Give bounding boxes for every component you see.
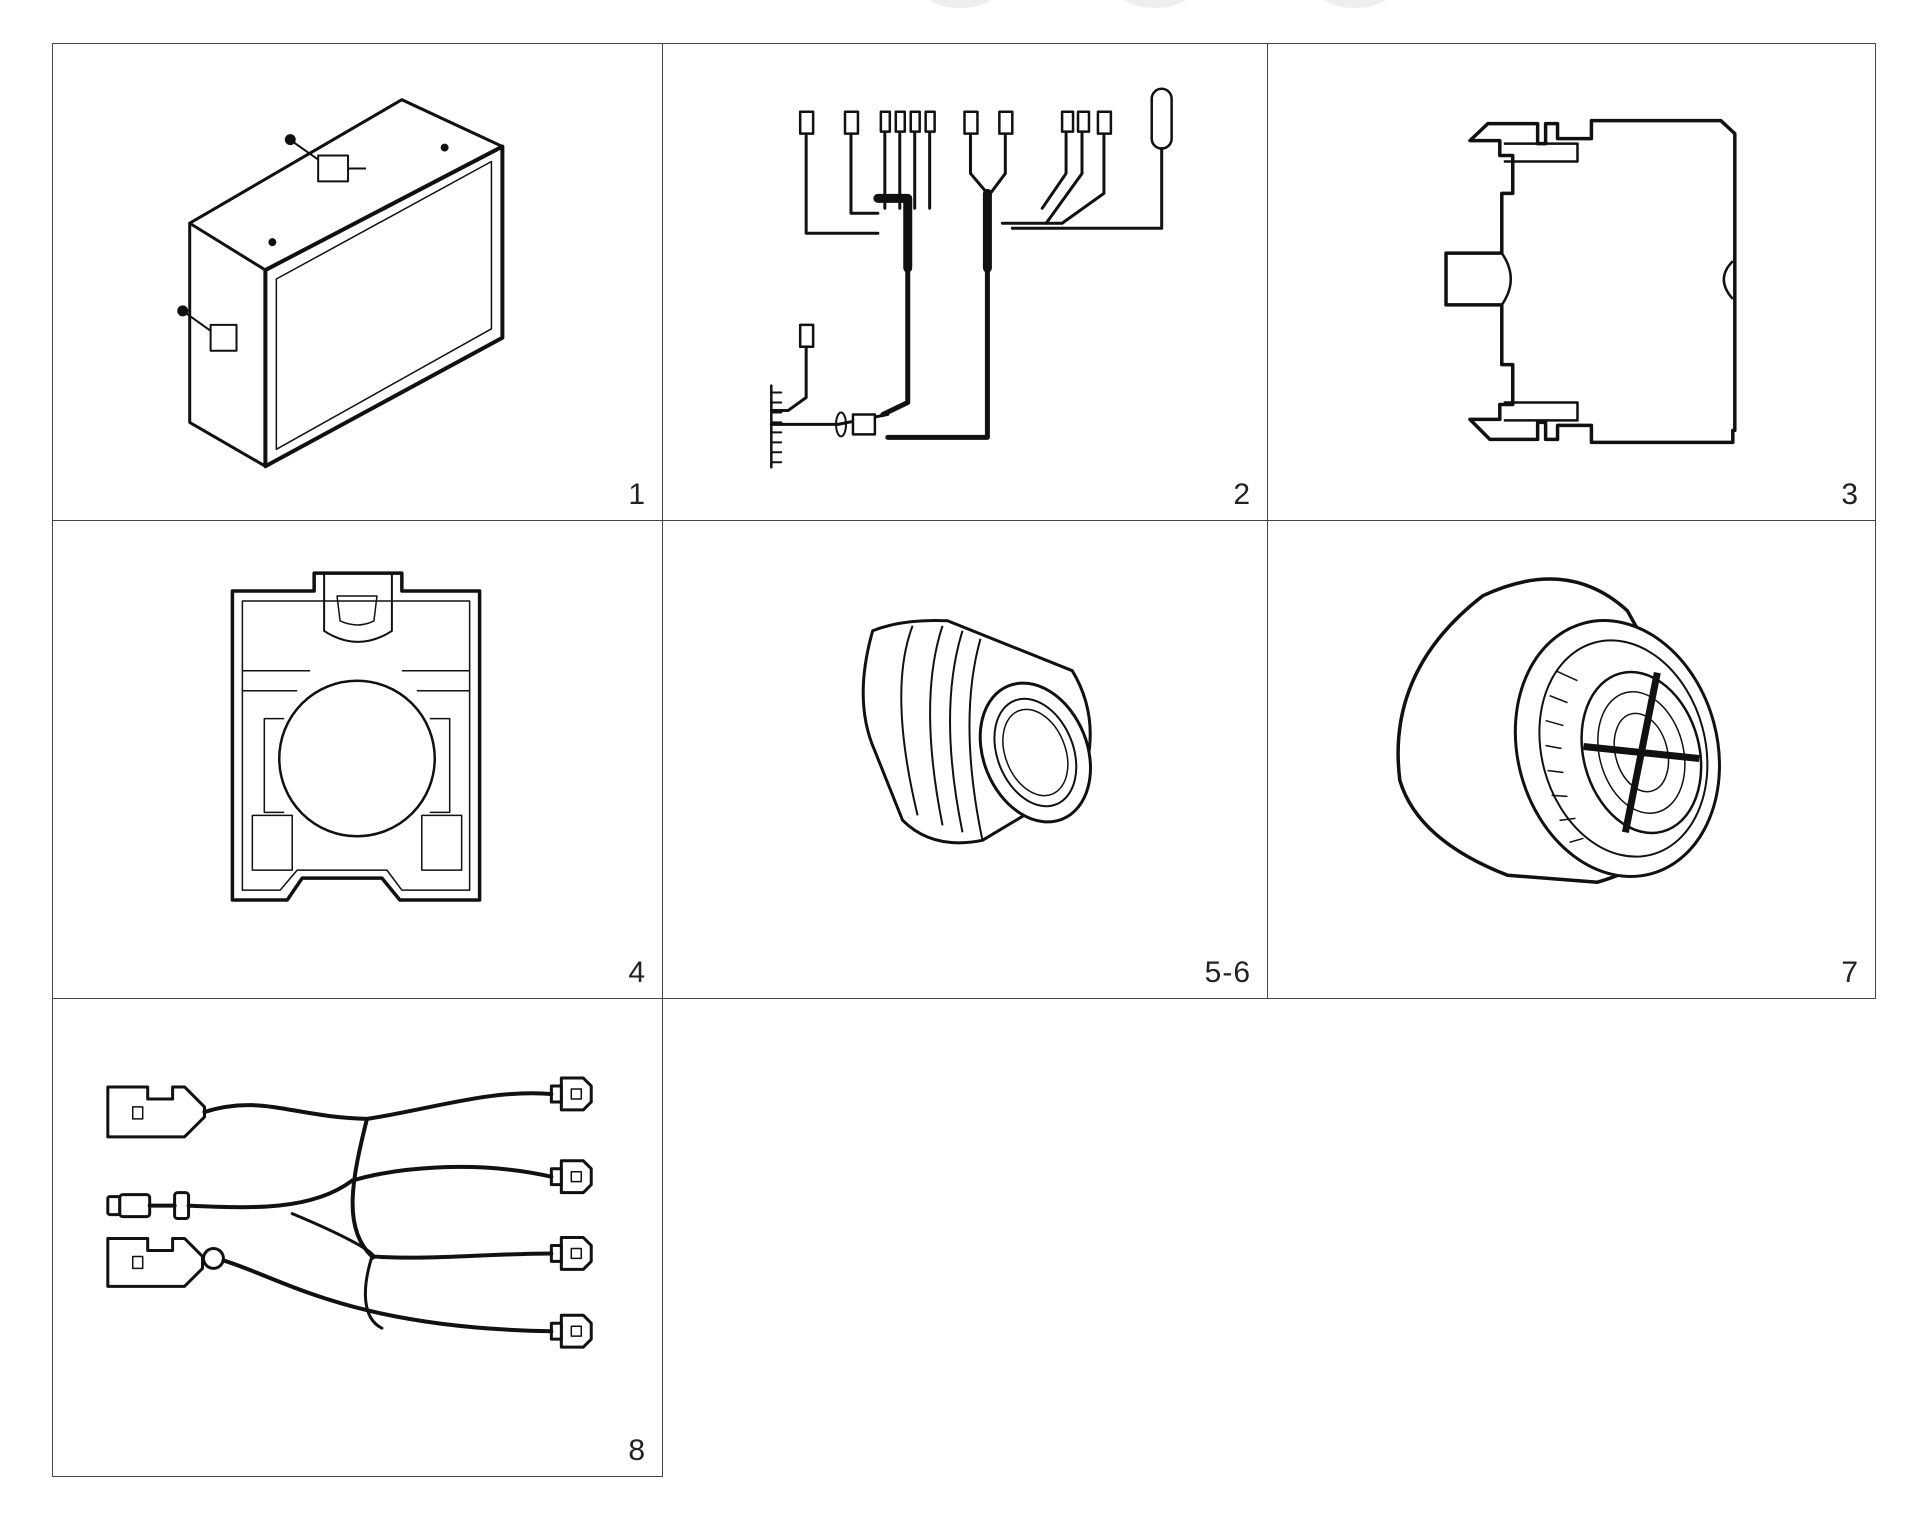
part-number: 1 [628, 478, 646, 511]
mounting-bracket-icon [53, 521, 662, 998]
empty-cell [663, 999, 1268, 1477]
part-number: 2 [1233, 478, 1251, 511]
part-cell-8: 8 [52, 999, 663, 1477]
part-cell-2: 2 [663, 43, 1268, 521]
part-cell-7: 7 [1268, 521, 1876, 999]
part-cell-1: 1 [52, 43, 663, 521]
part-number: 4 [628, 956, 646, 989]
part-cell-3: 3 [1268, 43, 1876, 521]
part-number: 5-6 [1204, 956, 1251, 989]
control-box-icon [53, 44, 662, 520]
part-cell-5-6: 5-6 [663, 521, 1268, 999]
empty-cell [1268, 999, 1876, 1477]
top-edge-shapes [929, 0, 1386, 8]
contact-block-icon [1268, 44, 1875, 520]
wiring-harness-icon [663, 44, 1267, 520]
part-number: 7 [1841, 956, 1859, 989]
part-number: 3 [1841, 478, 1859, 511]
splitter-cable-icon [53, 999, 662, 1476]
buzzer-icon [1268, 521, 1875, 998]
part-cell-4: 4 [52, 521, 663, 999]
part-number: 8 [628, 1434, 646, 1467]
parts-grid: 1 [52, 43, 1876, 1477]
pilot-light-icon [663, 521, 1267, 998]
